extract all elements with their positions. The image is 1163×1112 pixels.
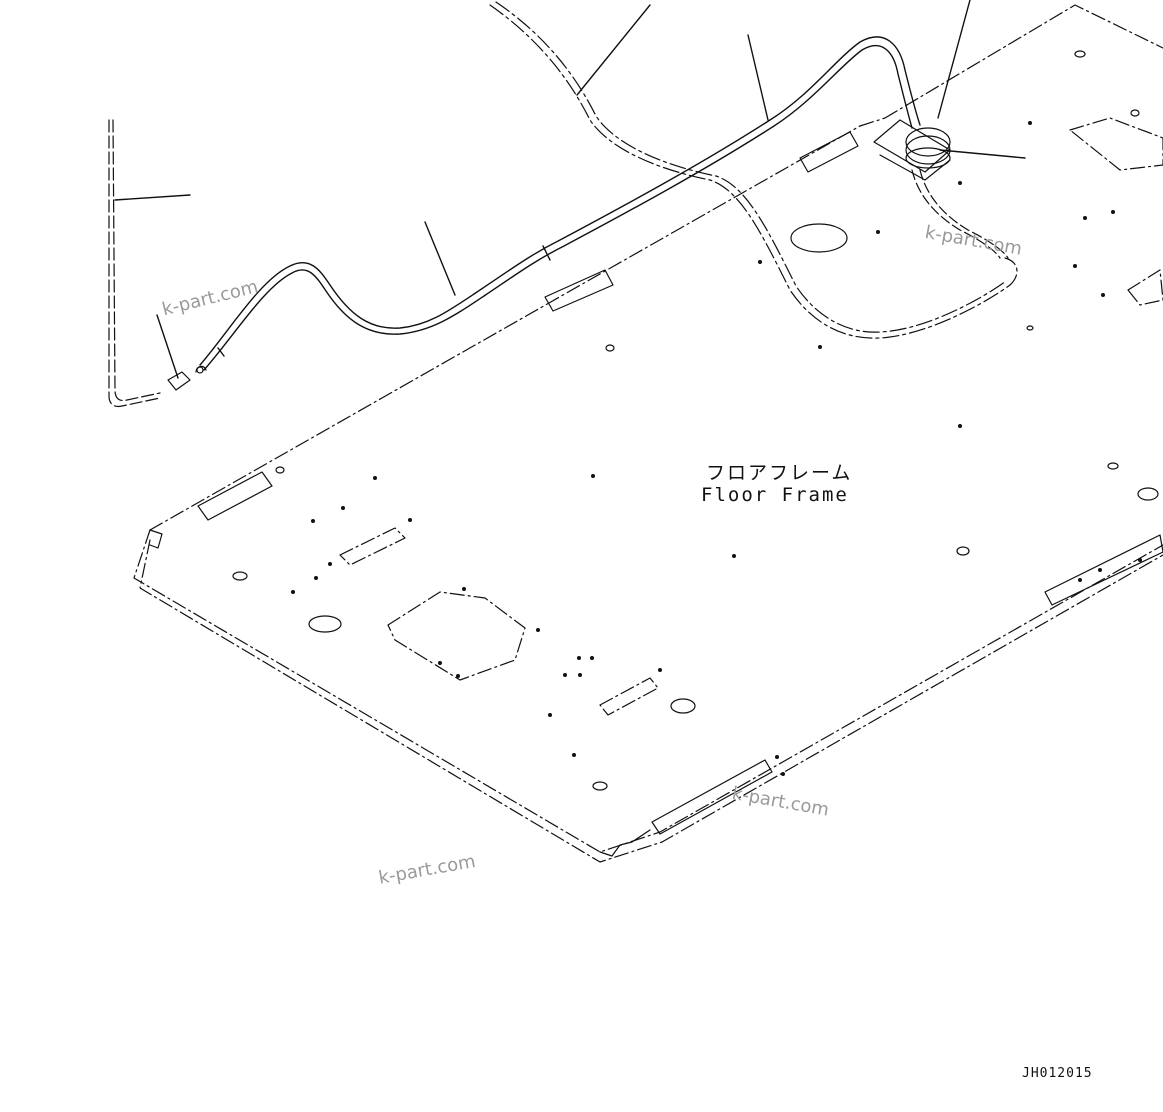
connector-part: [167, 365, 207, 391]
drawing-id: JH012015: [1022, 1066, 1093, 1081]
frame-notches: [149, 529, 651, 857]
leader-lines: [114, 0, 1026, 379]
heater-unit: [873, 119, 951, 181]
frame-small-holes: [291, 121, 1142, 776]
heater-lead-dashed: [911, 169, 1009, 259]
floor-frame-outline: [133, 4, 1163, 863]
floor-mat-outline: [489, 1, 1018, 339]
frame-openings: [339, 117, 1163, 716]
floor-frame-label-en: Floor Frame: [701, 484, 849, 506]
wire-harness: [199, 36, 921, 371]
frame-holes: [232, 50, 1159, 791]
left-dashed-hose: [108, 119, 161, 408]
frame-tabs: [197, 131, 1163, 835]
floor-frame-label-jp: フロアフレーム: [706, 462, 853, 484]
